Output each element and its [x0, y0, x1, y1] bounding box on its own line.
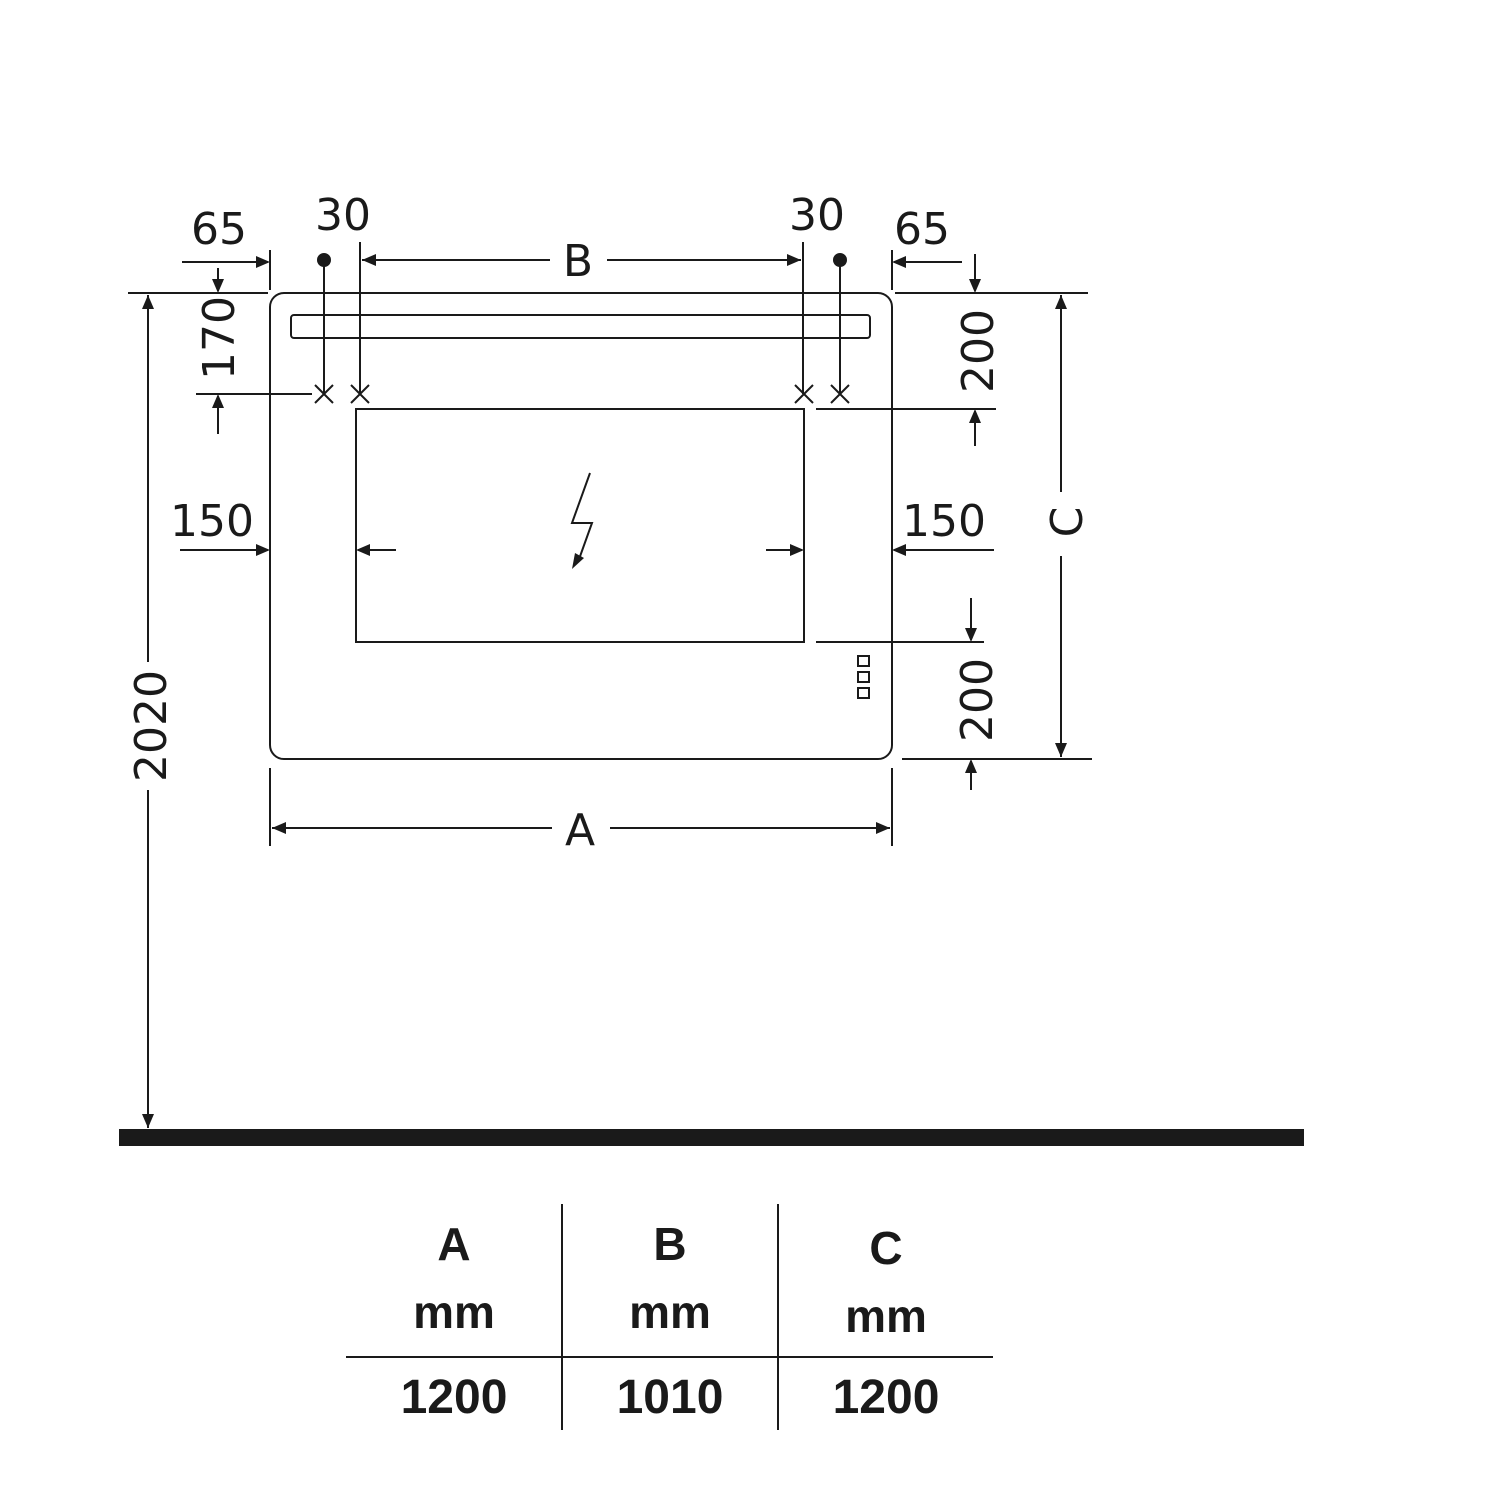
right-offset-label: 65	[894, 204, 950, 255]
control-buttons-icon	[857, 655, 870, 699]
dimension-left-150: 150	[170, 496, 396, 556]
dimension-c-label: C	[1042, 507, 1093, 538]
height-170-label: 170	[194, 296, 245, 380]
dimension-top-200: 200	[816, 254, 1088, 446]
dimension-a: A	[269, 768, 893, 856]
right-150-label: 150	[902, 496, 986, 547]
dimension-b: B	[362, 236, 801, 287]
table-unit-a: mm	[413, 1286, 495, 1338]
inner-panel	[355, 408, 805, 643]
left-150-label: 150	[170, 496, 254, 547]
bottom-200-label: 200	[952, 658, 1003, 742]
left-hole-offset-label: 30	[315, 190, 371, 241]
dimension-right-150: 150	[766, 496, 994, 556]
table-value-c: 1200	[833, 1371, 940, 1424]
mounting-x-marks	[314, 384, 850, 404]
table-header-b: B	[653, 1218, 686, 1270]
dimension-bottom-200: 200	[816, 598, 1092, 790]
table-value-a: 1200	[401, 1371, 508, 1424]
lightning-icon	[570, 472, 594, 569]
mounting-hole-markers	[317, 242, 847, 394]
table-header-c: C	[869, 1222, 902, 1274]
table-value-b: 1010	[617, 1371, 724, 1424]
right-hole-offset-label: 30	[789, 190, 845, 241]
table-unit-c: mm	[845, 1290, 927, 1342]
dimension-170: 170	[128, 268, 312, 434]
floor-height-label: 2020	[126, 670, 177, 782]
light-strip	[290, 314, 871, 339]
table-header-a: A	[437, 1218, 470, 1270]
top-200-label: 200	[953, 309, 1004, 393]
mirror-outline	[269, 292, 893, 760]
dimension-b-label: B	[563, 236, 593, 287]
dimension-table: A mm B mm C mm 1200 1010 1200	[346, 1204, 993, 1430]
floor-line	[119, 1129, 1304, 1146]
dimension-floor-height: 2020	[126, 295, 177, 1128]
dimension-a-label: A	[565, 805, 595, 856]
left-offset-label: 65	[191, 204, 247, 255]
dimension-c: C	[1042, 295, 1093, 757]
dimension-right-65: 65	[891, 204, 962, 290]
dimension-left-65: 65	[182, 204, 271, 290]
table-unit-b: mm	[629, 1286, 711, 1338]
